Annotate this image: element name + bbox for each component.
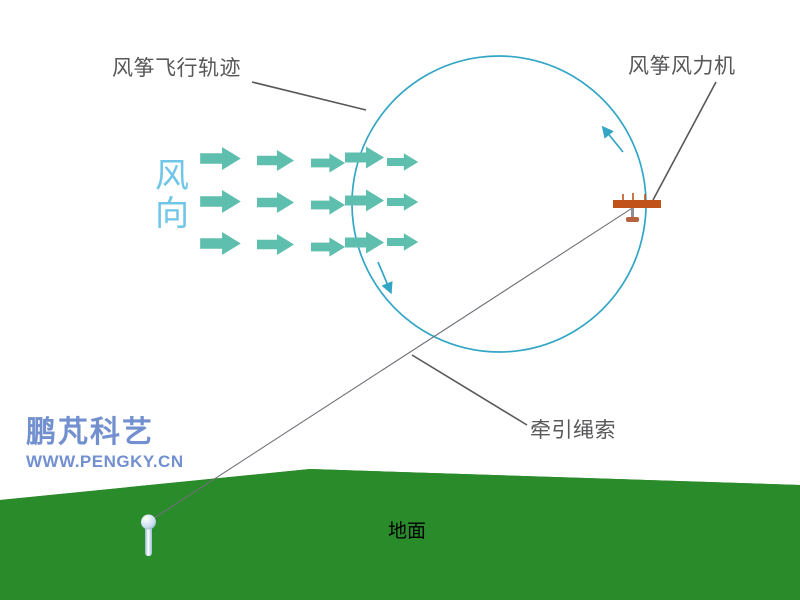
label-kite-wind-turbine: 风筝风力机: [628, 55, 736, 78]
wind-label-char-2: 向: [155, 195, 189, 233]
watermark-logo: 鹏芃科艺 WWW.PENGKY.CN: [26, 416, 184, 472]
ground-anchor-post: [141, 514, 156, 556]
trajectory-direction-arrows: [377, 125, 624, 295]
turbine-wing-bar: [613, 200, 661, 208]
kite-trajectory-path: [351, 55, 647, 353]
callout-leader-lines: [251, 81, 717, 426]
label-ground: 地面: [388, 521, 427, 542]
wind-flow-arrows: [200, 146, 419, 257]
tether-rope: [147, 202, 641, 523]
watermark-url: WWW.PENGKY.CN: [26, 452, 184, 471]
label-kite-trajectory: 风筝飞行轨迹: [112, 57, 241, 80]
leader-trajectory: [251, 81, 367, 111]
label-wind-direction: 风 向: [152, 157, 192, 233]
ground-plane-front-edge: [0, 469, 800, 600]
leader-turbine: [652, 81, 717, 201]
watermark-brand-name: 鹏芃科艺: [26, 416, 154, 449]
label-traction-rope: 牵引绳索: [530, 419, 616, 442]
leader-tether: [411, 354, 528, 426]
kite-wind-turbine: [613, 193, 661, 222]
wind-label-char-1: 风: [155, 157, 189, 195]
